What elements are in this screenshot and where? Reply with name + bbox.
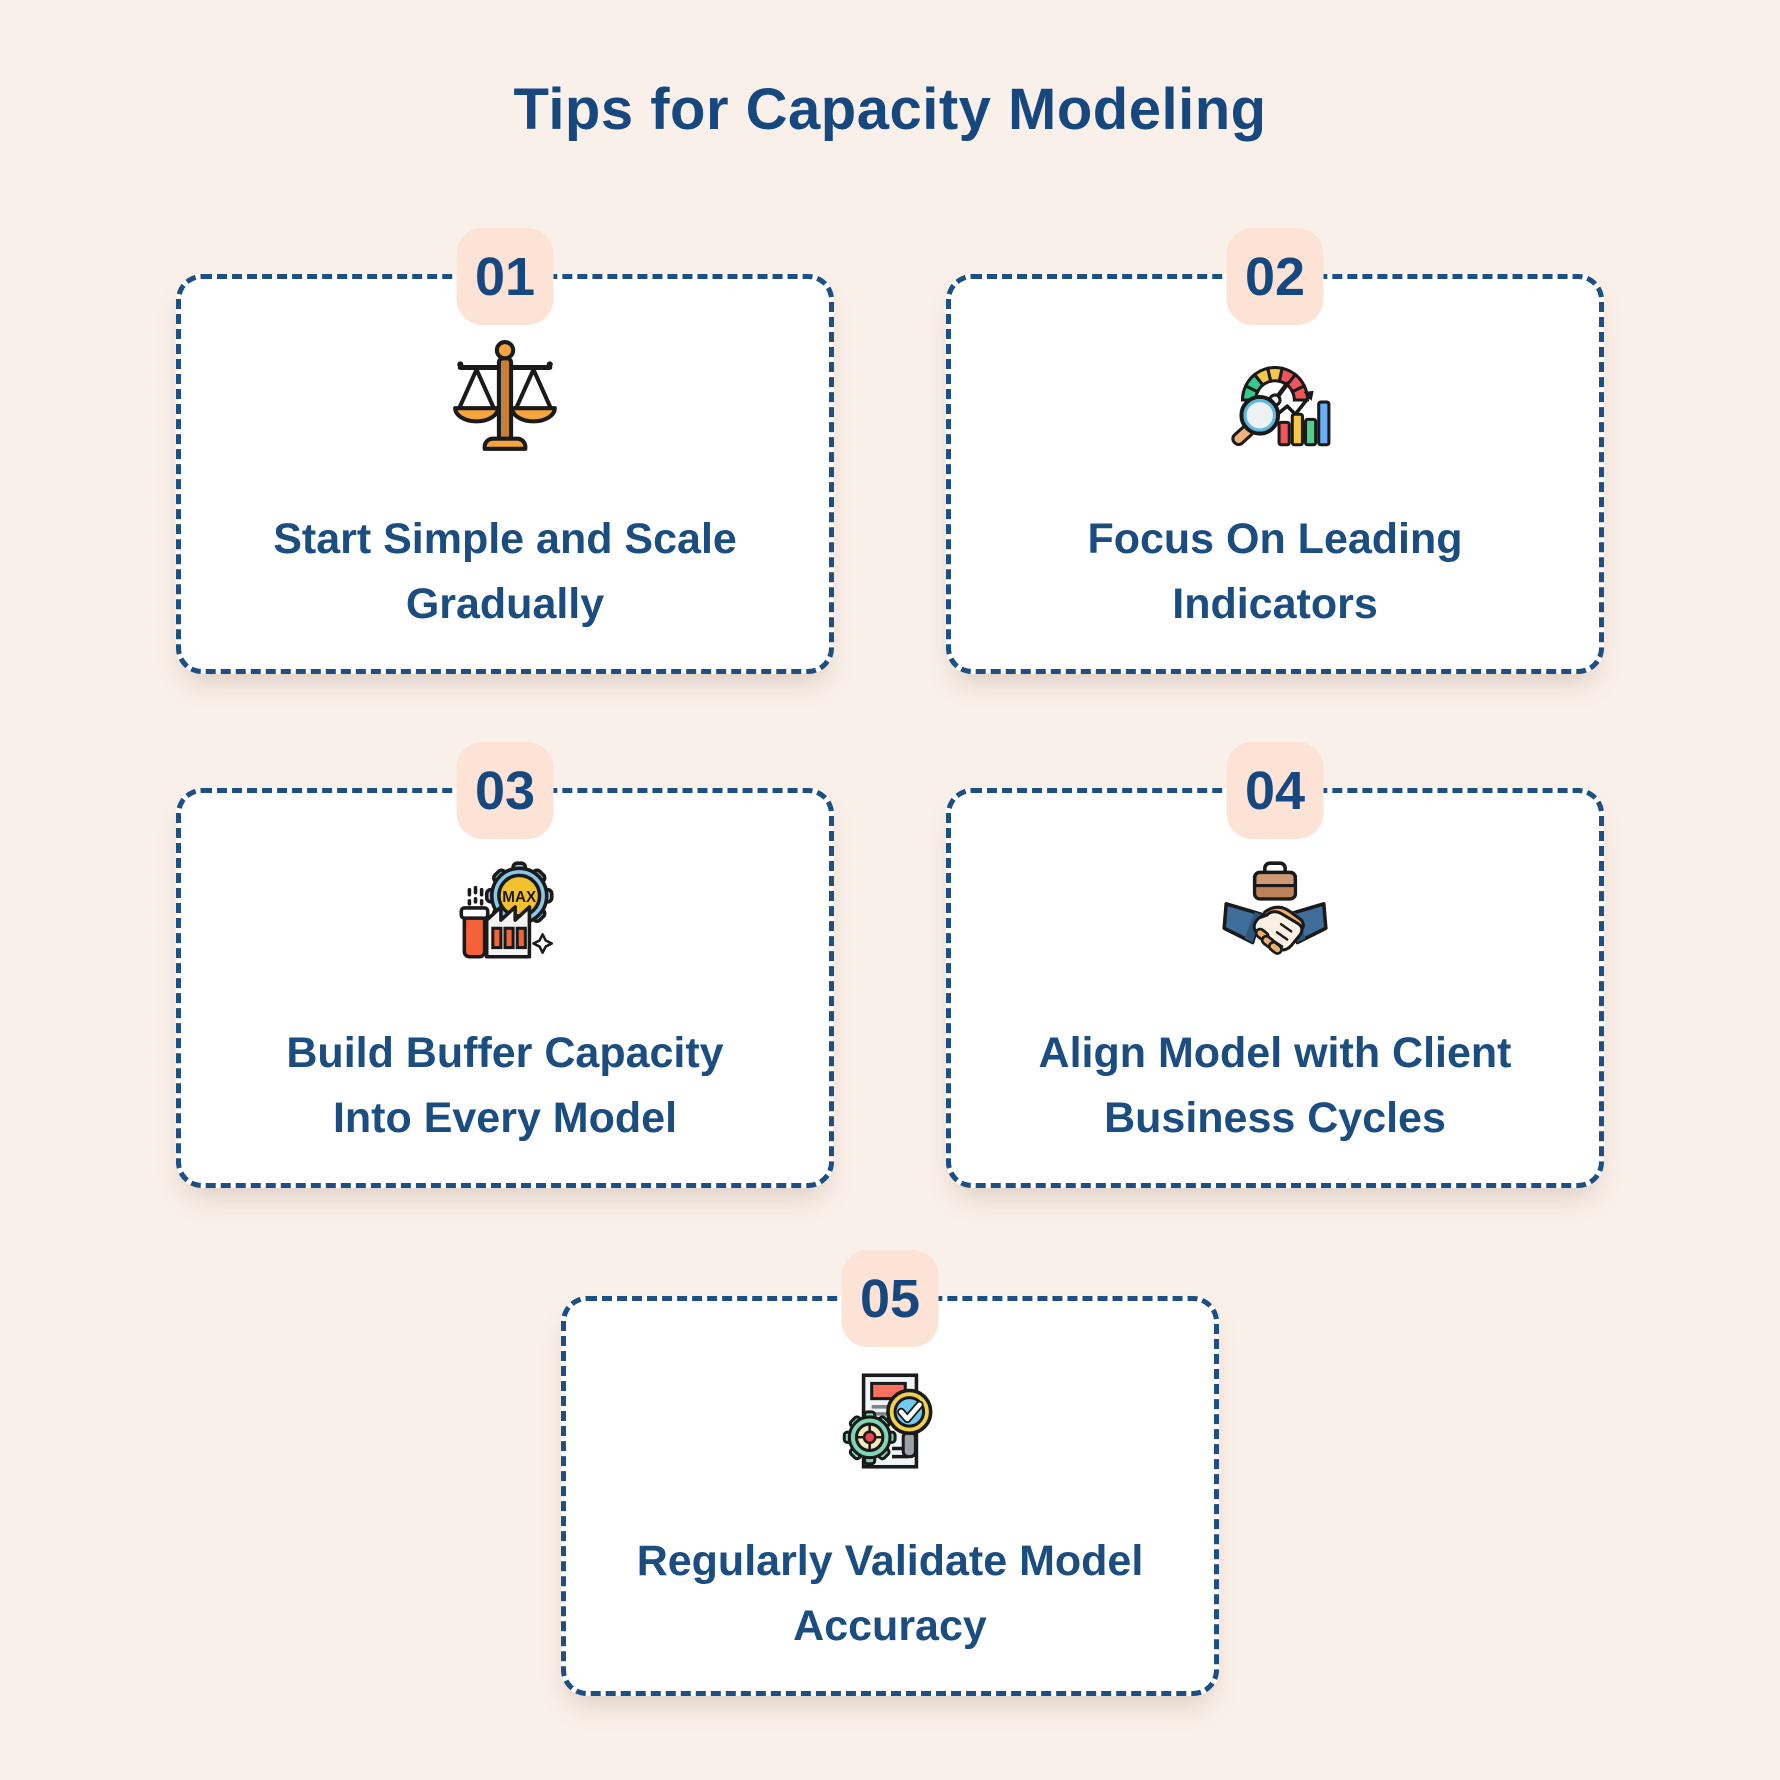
tip-label: Start Simple and Scale Gradually — [273, 515, 737, 628]
step-number-badge: 05 — [841, 1250, 939, 1347]
step-number-badge: 02 — [1226, 228, 1324, 325]
handshake-icon — [1214, 851, 1336, 973]
tip-card-4: 04 — [946, 742, 1604, 1188]
step-number-badge: 01 — [456, 228, 554, 325]
validate-document-icon — [829, 1359, 951, 1481]
svg-text:MAX: MAX — [502, 889, 537, 906]
tip-card-3: 03 MAX — [176, 742, 834, 1188]
tip-card-2: 02 — [946, 228, 1604, 674]
balance-scale-icon — [444, 337, 566, 459]
tip-card-5: 05 — [561, 1250, 1219, 1696]
tip-card-1: 01 Start Simple and Scale Gradually — [176, 228, 834, 674]
tip-label: Regularly Validate Model Accuracy — [636, 1537, 1144, 1650]
tip-label: Build Buffer Capacity Into Every Model — [286, 1029, 724, 1142]
page-title: Tips for Capacity Modeling — [513, 77, 1267, 142]
step-number-badge: 03 — [456, 742, 554, 839]
tip-label: Align Model with Client Business Cycles — [1038, 1029, 1512, 1142]
tip-label: Focus On Leading Indicators — [1087, 515, 1463, 628]
max-capacity-factory-icon: MAX — [444, 851, 566, 973]
gauge-indicators-icon — [1214, 337, 1336, 459]
step-number-badge: 04 — [1226, 742, 1324, 839]
